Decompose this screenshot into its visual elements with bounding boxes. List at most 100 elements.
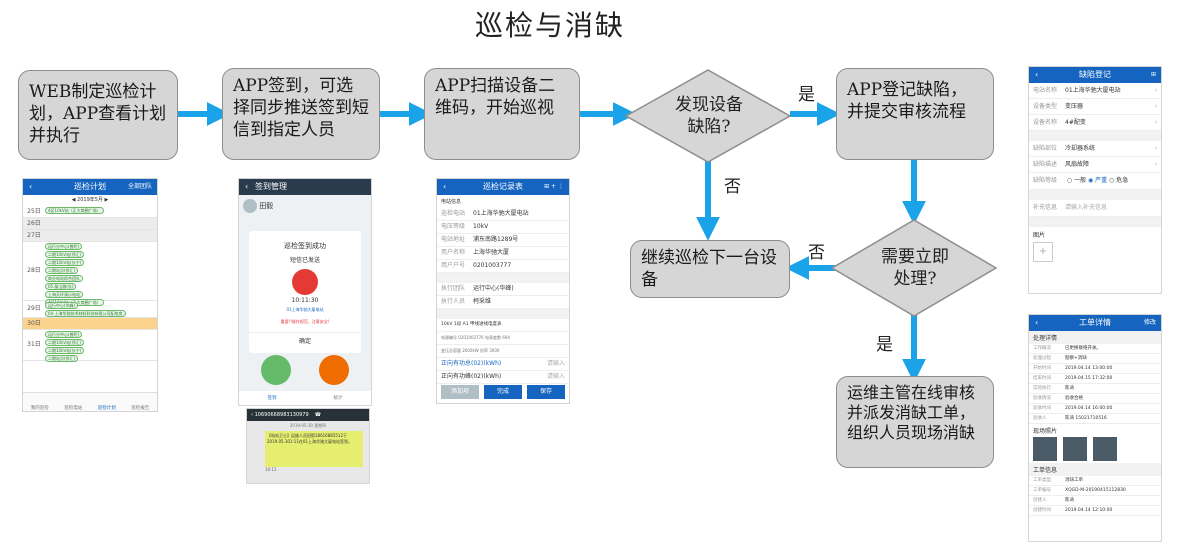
plan-item[interactable]: 运行分中心(普陀) — [45, 331, 83, 338]
person-row[interactable]: 执行人员柯采维 — [437, 296, 569, 309]
process-detail-row: 验收情况验收合格 — [1029, 394, 1161, 404]
extra-info-row[interactable]: 补充信息请输入补充信息 — [1029, 200, 1161, 217]
sms-time: 10:11 — [265, 467, 277, 472]
chevron-right-icon[interactable]: › — [1154, 119, 1157, 126]
team-filter[interactable]: 全部团队 — [127, 183, 152, 190]
plan-item[interactable]: 04-上海华驰技术材料科技有限公司配电房 — [45, 310, 126, 317]
level-normal-radio[interactable]: ○ 一般 — [1066, 177, 1087, 184]
defect-field-row-value: 变压器 — [1065, 103, 1084, 110]
edit-link[interactable]: 修改 — [1143, 319, 1156, 326]
process-detail-row-key: 验收情况 — [1033, 396, 1051, 401]
defect-field-row: 设备类型变压器› — [1029, 99, 1161, 115]
scan-add-menu-icon[interactable]: ⊞ + ⋮ — [544, 183, 564, 190]
call-icon[interactable]: ☎ — [314, 412, 321, 418]
photo-section-label: 现场照片 — [1033, 428, 1058, 435]
tab-my-inspection[interactable]: 我的巡检 — [30, 406, 49, 411]
month-selector[interactable]: ◀ 2019年5月 ▶ — [71, 197, 109, 203]
site-photo-3[interactable] — [1093, 437, 1117, 461]
plan-item[interactable]: 二期10kV站(徐汇) — [45, 339, 85, 346]
station-info-row: 用户名称上海华驰大厦 — [437, 247, 569, 260]
plan-header: 巡检计划 — [74, 182, 106, 191]
reading-2-input[interactable]: 请输入 — [546, 373, 565, 380]
process-detail-row-value: 2019.04.15 17:32:00 — [1065, 376, 1113, 381]
reading-1-row[interactable]: 正向有功总(02)(kWh)请输入 — [437, 358, 569, 371]
station-info-row-key: 电压等级 — [441, 223, 466, 230]
tab-inspection-station[interactable]: 巡检电站 — [64, 406, 83, 411]
calendar-day-row: 29日运行中心(华峰)04-上海华驰技术材料科技有限公司配电房 — [23, 301, 157, 318]
process-detail-row: 结束时间 2019.04.15 17:32:00 — [1029, 374, 1161, 384]
defect-field-row-key: 电站名称 — [1033, 87, 1058, 94]
station-info-row-value: 上海华驰大厦 — [473, 249, 510, 256]
save-button[interactable]: 保存 — [527, 385, 565, 399]
sms-screenshot: ‹ 10690668983130979☎ 2019-05-30 星期四 【电站卫… — [246, 408, 370, 484]
back-icon[interactable]: ‹ — [443, 182, 447, 191]
plan-item[interactable]: 运行分中心(普陀) — [45, 243, 83, 250]
chevron-right-icon[interactable]: › — [1154, 87, 1157, 94]
order-info-row-key: 创建时间 — [1033, 508, 1051, 513]
order-info-row-value: 消缺工单 — [1065, 478, 1083, 483]
edge-label-no-1: 否 — [724, 177, 741, 197]
chevron-right-icon[interactable]: › — [1154, 161, 1157, 168]
calendar-day-label: 29日 — [27, 305, 41, 312]
chevron-right-icon[interactable]: › — [1154, 103, 1157, 110]
site-photo-2[interactable] — [1063, 437, 1087, 461]
back-icon[interactable]: ‹ — [29, 182, 33, 191]
back-icon[interactable]: ‹ — [245, 182, 249, 191]
calendar-day-row: 26日 — [23, 218, 157, 230]
process-detail-row-value: 陈涛 — [1065, 386, 1074, 391]
station-info-row-value: 0201003777 — [473, 262, 512, 269]
plan-item[interactable]: 商业电站综合团队 — [45, 275, 83, 282]
node-continue: 继续巡检下一台设备 — [630, 240, 790, 298]
tab-inspection-plan[interactable]: 巡检计划 — [97, 406, 116, 411]
level-serious-radio[interactable]: ◉ 严重 — [1088, 177, 1108, 184]
node-need-now: 需要立即处理? — [881, 247, 949, 289]
team-row[interactable]: 执行团队运行中心(华峰) — [437, 283, 569, 296]
add-item-button[interactable]: 添加项 — [441, 385, 479, 399]
dialog-sub: 短信已发送 — [289, 257, 320, 264]
plan-item[interactable]: 二期站点(徐汇) — [45, 267, 79, 274]
tab-signin[interactable]: 签到 — [267, 396, 277, 401]
calendar-day-items — [45, 318, 157, 329]
tab-stats[interactable]: 统计 — [333, 396, 343, 401]
tab-inspection-report[interactable]: 巡检报告 — [131, 406, 150, 411]
defect-field-row-key: 设备名称 — [1033, 119, 1058, 126]
back-icon[interactable]: ‹ — [251, 412, 255, 418]
finish-button[interactable]: 完成 — [484, 385, 522, 399]
ok-button[interactable]: 确定 — [249, 332, 361, 345]
process-detail-row-key: 结束时间 — [1033, 376, 1051, 381]
plan-item[interactable]: 运行中心(华峰) — [45, 302, 79, 309]
scan-icon[interactable]: ⊞ — [1150, 71, 1156, 78]
back-icon[interactable]: ‹ — [1035, 318, 1039, 327]
plan-item[interactable]: 二期10kV站(徐汇) — [45, 251, 85, 258]
reading-1-input[interactable]: 请输入 — [546, 360, 565, 367]
plan-item[interactable]: 上海天环演示电站 — [45, 291, 83, 298]
plan-item[interactable]: 二期10kV站(长宁) — [45, 259, 85, 266]
plan-item[interactable]: 二期站点(徐汇) — [45, 355, 79, 362]
defect-field-row-value: 4#配变 — [1065, 119, 1086, 126]
bottom-tabs: 我的巡检 巡检电站 巡检计划 巡检报告 — [23, 392, 157, 411]
process-detail-row-value: 2019.04.14 16:00:00 — [1065, 406, 1113, 411]
level-critical-radio[interactable]: ○ 危急 — [1109, 177, 1129, 184]
calendar-day-items — [45, 230, 157, 241]
plan-item[interactable]: 4区10kV站（正大商圈广场） — [45, 207, 104, 214]
chevron-right-icon[interactable]: › — [1154, 145, 1157, 152]
site-photo-1[interactable] — [1033, 437, 1057, 461]
extra-info-input[interactable]: 请输入补充信息 — [1065, 204, 1108, 211]
calendar-day-items: 运行中心(华峰)04-上海华驰技术材料科技有限公司配电房 — [45, 301, 157, 317]
defect-field-row-key: 缺陷部位 — [1033, 145, 1058, 152]
back-icon[interactable]: ‹ — [1035, 70, 1039, 79]
diagram-title: 巡检与消缺 — [474, 9, 625, 42]
plan-item[interactable]: 05.厦山路(长) — [45, 283, 77, 290]
add-photo-button[interactable]: + — [1033, 242, 1053, 262]
node-found-defect: 发现设备缺陷? — [675, 95, 743, 137]
defect-field-row: 缺陷描述风扇故障› — [1029, 157, 1161, 173]
plan-item[interactable]: 二期10kV站(长宁) — [45, 347, 85, 354]
reading-2-row[interactable]: 正向有功峰(02)(kWh)请输入 — [437, 371, 569, 384]
